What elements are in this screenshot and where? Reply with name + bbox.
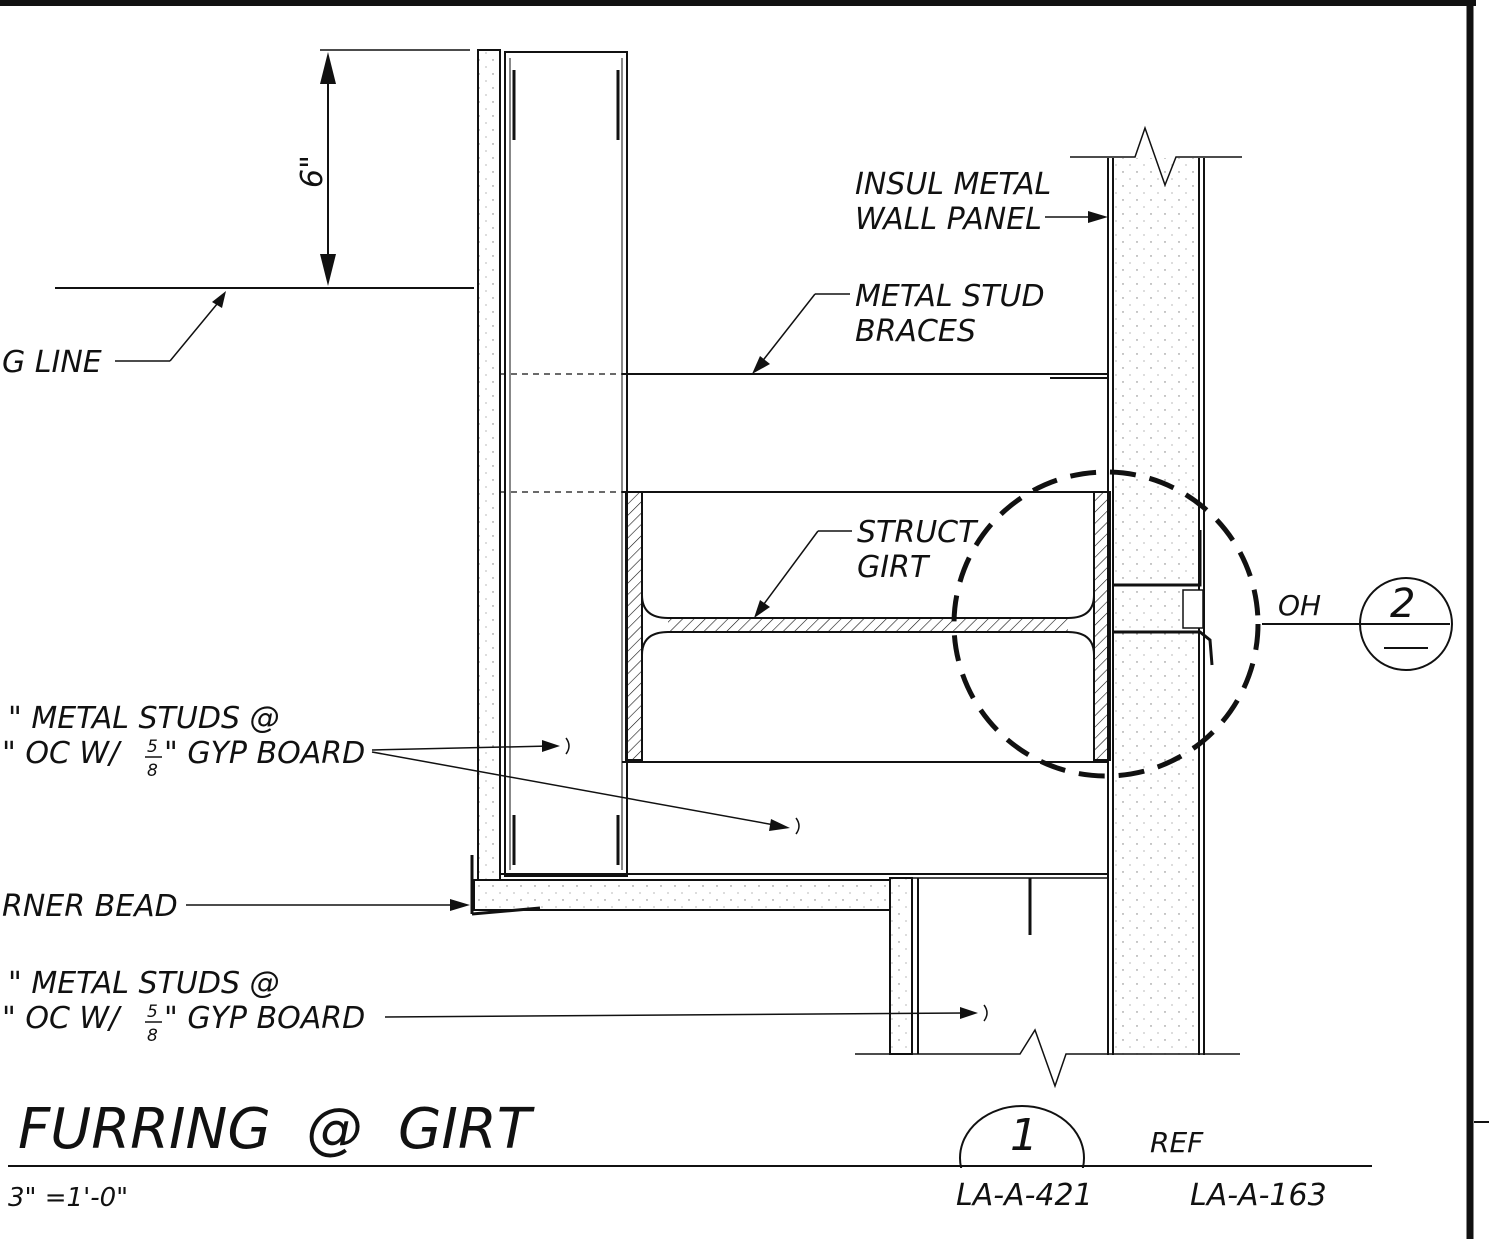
reference-label: REF <box>1150 1126 1204 1159</box>
reference-sheet-2: LA-A-163 <box>1190 1178 1327 1213</box>
ceiling-line-label: G LINE <box>2 345 102 380</box>
scale-text: 3" =1'-0" <box>8 1183 128 1213</box>
studs-lower-line2: " OC W/ <box>2 1001 122 1036</box>
furring-wall-vertical <box>477 49 628 881</box>
studs-lower-note: " METAL STUDS @ " OC W/ 5 8 " GYP BOARD <box>2 966 988 1046</box>
stud-braces-line1: METAL STUD <box>855 279 1045 314</box>
title-text: FURRING @ GIRT <box>18 1097 535 1162</box>
insul-panel-note: INSUL METAL WALL PANEL <box>855 167 1108 237</box>
stud-braces <box>622 373 1108 763</box>
drawing-title: FURRING @ GIRT 3" =1'-0" <box>8 1097 1372 1213</box>
reference-number: 1 <box>1010 1110 1038 1161</box>
studs-lower-line1: " METAL STUDS @ <box>8 966 280 1001</box>
studs-upper-line2: " OC W/ <box>2 736 122 771</box>
ceiling-line: G LINE <box>2 287 474 380</box>
insul-metal-wall-panel <box>1070 125 1242 1055</box>
studs-upper-note: " METAL STUDS @ " OC W/ 5 8 " GYP BOARD <box>2 701 800 835</box>
fraction-numerator: 5 <box>147 737 158 757</box>
studs-upper-line1: " METAL STUDS @ <box>8 701 280 736</box>
dimension-label: 6" <box>295 155 330 188</box>
corner-bead-label: RNER BEAD <box>2 889 178 924</box>
girt-line1: STRUCT <box>857 515 979 550</box>
reference-bubble: 1 REF LA-A-421 LA-A-163 <box>955 1105 1372 1218</box>
studs-upper-line3: " GYP BOARD <box>164 736 365 771</box>
insul-panel-line1: INSUL METAL <box>855 167 1051 202</box>
stud-braces-line2: BRACES <box>855 314 976 349</box>
studs-lower-line3: " GYP BOARD <box>164 1001 365 1036</box>
stud-braces-note: METAL STUD BRACES <box>752 279 1045 374</box>
dimension-6in: 6" <box>295 49 470 286</box>
reference-sheet-1: LA-A-421 <box>956 1178 1093 1213</box>
detail-circle <box>951 469 1261 779</box>
structural-girt <box>625 491 1111 761</box>
callout-text: OH <box>1278 589 1321 622</box>
corner-bead-note: RNER BEAD <box>2 889 470 924</box>
section-callout: OH 2 <box>1262 577 1453 671</box>
lower-stud-wall <box>855 877 1240 1089</box>
girt-note: STRUCT GIRT <box>754 515 979 618</box>
fraction-denominator-lower: 8 <box>147 1026 158 1046</box>
soffit-board <box>470 855 1108 916</box>
fraction-denominator: 8 <box>147 761 158 781</box>
insul-panel-line2: WALL PANEL <box>855 202 1042 237</box>
callout-number: 2 <box>1390 581 1415 627</box>
hidden-lines <box>500 373 622 493</box>
girt-line2: GIRT <box>857 550 931 585</box>
fraction-numerator-lower: 5 <box>147 1002 158 1022</box>
